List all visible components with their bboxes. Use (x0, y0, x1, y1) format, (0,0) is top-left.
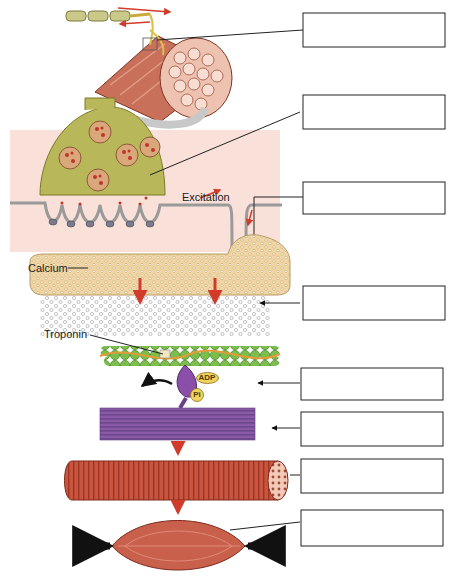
sarcoplasmic-reticulum (30, 235, 300, 336)
part-label: Troponin (44, 328, 87, 341)
molecule-outline (196, 373, 218, 384)
molecule-label: Pi (190, 388, 204, 402)
actin-myosin (90, 335, 300, 453)
molecule-label: ADP (196, 372, 219, 384)
muscle-fiber (65, 461, 301, 512)
part-label: Calcium (28, 262, 68, 275)
whole-muscle (74, 521, 300, 571)
molecule-name: Pi (193, 390, 201, 400)
part-label: Excitation (182, 191, 230, 204)
neuromuscular-junction (10, 98, 303, 252)
molecule-outline (191, 389, 204, 402)
label-boxes (301, 13, 445, 546)
molecule-name: ADP (199, 373, 216, 383)
